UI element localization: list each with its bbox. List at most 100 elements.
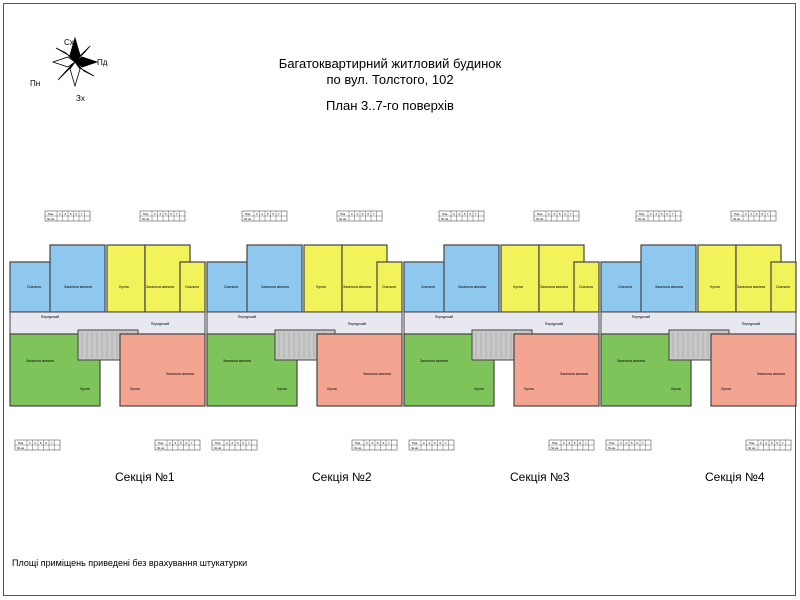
- section-2-table-top-left-floor-3: 3: [256, 212, 258, 216]
- section-4-table-bottom-right-floor-5: 5: [771, 441, 773, 445]
- section-1-table-top-left-floor-3: 3: [59, 212, 61, 216]
- section-3-label-hall-right: Передпокій: [545, 322, 563, 326]
- section-1-table-bottom-left-floor-5: 5: [40, 441, 42, 445]
- section-2-label-living-blue: Загальна кімната: [261, 285, 289, 289]
- section-3-label-kitchen: Кухня: [513, 285, 522, 289]
- section-2-table-top-right-floor-3: 3: [351, 212, 353, 216]
- section-2-label-living-green: Загальна кімната: [223, 359, 251, 363]
- section-1-table-top-right-floor-5: 5: [165, 212, 167, 216]
- section-1-table-bottom-right-floor-7: 7: [191, 441, 193, 445]
- section-1-table-top-right-apt-header: № кв.: [142, 217, 150, 221]
- section-1-label-bedroom: Спальня: [27, 285, 41, 289]
- compass-north-label: Пн: [30, 79, 41, 88]
- section-2-label-kitchen-green: Кухня: [277, 387, 286, 391]
- section-1-table-bottom-left-floor-header: Пов.: [18, 441, 24, 445]
- section-1-table-bottom-left-floor-7: 7: [51, 441, 53, 445]
- section-2-label-living-salmon: Загальна кімната: [363, 372, 391, 376]
- section-3-table-bottom-left-floor-6: 6: [439, 441, 441, 445]
- section-1-label-hall-left: Передпокій: [41, 315, 59, 319]
- section-3-table-top-right-floor-4: 4: [553, 212, 555, 216]
- section-1-label-kitchen-salmon: Кухня: [130, 387, 139, 391]
- section-2-table-bottom-right-floor-3: 3: [366, 441, 368, 445]
- section-2-table-bottom-right-floor-4: 4: [371, 441, 373, 445]
- section-2-salmon-apartment: [316, 333, 403, 407]
- section-3-table-bottom-right-floor-5: 5: [574, 441, 576, 445]
- section-3-salmon-apartment: [513, 333, 600, 407]
- section-4-label-hall-right: Передпокій: [742, 322, 760, 326]
- section-2-table-bottom-left-floor-5: 5: [237, 441, 239, 445]
- section-4-label-kitchen-green: Кухня: [671, 387, 680, 391]
- section-2-table-bottom-right-floor-6: 6: [382, 441, 384, 445]
- section-3-table-top-left-apt-header: № кв.: [441, 217, 449, 221]
- section-3-table-bottom-left-floor-4: 4: [428, 441, 430, 445]
- section-4-label-bedroom-right: Спальня: [776, 285, 790, 289]
- section-2-label-kitchen-salmon: Кухня: [327, 387, 336, 391]
- compass-east-label: Сх: [64, 38, 74, 47]
- section-2-bedroom-right: [376, 261, 403, 313]
- section-2-table-bottom-left-floor-header: Пов.: [215, 441, 221, 445]
- section-4-living-blue: [640, 244, 697, 313]
- compass-west-label: Зх: [76, 94, 85, 103]
- section-4-table-top-right-apt-header: № кв.: [733, 217, 741, 221]
- section-4-table-bottom-left-floor-5: 5: [631, 441, 633, 445]
- section-4-table-bottom-left-floor-header: Пов.: [609, 441, 615, 445]
- section-2-label-bedroom-right: Спальня: [382, 285, 396, 289]
- section-3-table-top-left-floor-4: 4: [458, 212, 460, 216]
- section-3-label-living-blue: Загальна кімната: [458, 285, 486, 289]
- section-2-table-top-left-floor-5: 5: [267, 212, 269, 216]
- section-1-living-blue: [49, 244, 106, 313]
- section-2-table-bottom-left-apt-header: № кв.: [214, 446, 222, 450]
- section-4-table-top-left-floor-6: 6: [666, 212, 668, 216]
- section-4-bedroom-right: [770, 261, 797, 313]
- section-4-table-bottom-left-floor-7: 7: [642, 441, 644, 445]
- section-4-table-bottom-right-floor-4: 4: [765, 441, 767, 445]
- section-1-table-bottom-right-floor-header: Пов.: [158, 441, 164, 445]
- section-2-table-top-right-floor-header: Пов.: [340, 212, 346, 216]
- section-1-label-living-blue: Загальна кімната: [64, 285, 92, 289]
- section-3-table-bottom-left-floor-7: 7: [445, 441, 447, 445]
- section-2-table-top-right-floor-5: 5: [362, 212, 364, 216]
- section-3-table-top-left-floor-header: Пов.: [442, 212, 448, 216]
- section-2-kitchen-yellow: [303, 244, 343, 313]
- section-4-table-top-right-floor-4: 4: [750, 212, 752, 216]
- section-2-label-living-yellow: Загальна кімната: [343, 285, 371, 289]
- section-2-table-bottom-right-apt-header: № кв.: [354, 446, 362, 450]
- section-2-label-kitchen: Кухня: [316, 285, 325, 289]
- section-4-label-bedroom: Спальня: [618, 285, 632, 289]
- section-3-table-top-left-floor-6: 6: [469, 212, 471, 216]
- section-1-kitchen-yellow: [106, 244, 146, 313]
- section-2-table-top-right-floor-7: 7: [373, 212, 375, 216]
- section-2-table-top-right-floor-4: 4: [356, 212, 358, 216]
- section-3-table-top-left-floor-3: 3: [453, 212, 455, 216]
- section-2-table-top-right-apt-header: № кв.: [339, 217, 347, 221]
- section-1-table-bottom-left-floor-3: 3: [29, 441, 31, 445]
- section-1-salmon-apartment: [119, 333, 206, 407]
- section-1-table-top-right-floor-header: Пов.: [143, 212, 149, 216]
- section-1-table-top-left-apt-header: № кв.: [47, 217, 55, 221]
- section-2-table-bottom-left-floor-3: 3: [226, 441, 228, 445]
- section-2-table-bottom-right-floor-5: 5: [377, 441, 379, 445]
- section-2-label-hall-right: Передпокій: [348, 322, 366, 326]
- section-4-label-living-yellow: Загальна кімната: [737, 285, 765, 289]
- section-3-table-bottom-right-apt-header: № кв.: [551, 446, 559, 450]
- section-1-table-top-right-floor-4: 4: [159, 212, 161, 216]
- section-1-table-top-left-floor-7: 7: [81, 212, 83, 216]
- section-2-label-bedroom: Спальня: [224, 285, 238, 289]
- section-1-label-living-green: Загальна кімната: [26, 359, 54, 363]
- section-label-2: Секція №2: [312, 470, 372, 484]
- section-4-label-living-blue: Загальна кімната: [655, 285, 683, 289]
- section-4-table-bottom-right-floor-6: 6: [776, 441, 778, 445]
- section-4-table-top-left-apt-header: № кв.: [638, 217, 646, 221]
- section-1-table-top-right-floor-3: 3: [154, 212, 156, 216]
- section-4-label-kitchen-salmon: Кухня: [721, 387, 730, 391]
- section-2-living-blue: [246, 244, 303, 313]
- section-1-table-bottom-left-floor-6: 6: [45, 441, 47, 445]
- section-1-table-bottom-right-apt-header: № кв.: [157, 446, 165, 450]
- section-1-table-top-left-floor-4: 4: [64, 212, 66, 216]
- footnote: Площі приміщень приведені без врахування…: [12, 558, 248, 568]
- section-3-table-top-right-floor-3: 3: [548, 212, 550, 216]
- section-4-label-kitchen: Кухня: [710, 285, 719, 289]
- section-3-table-top-right-apt-header: № кв.: [536, 217, 544, 221]
- section-label-4: Секція №4: [705, 470, 765, 484]
